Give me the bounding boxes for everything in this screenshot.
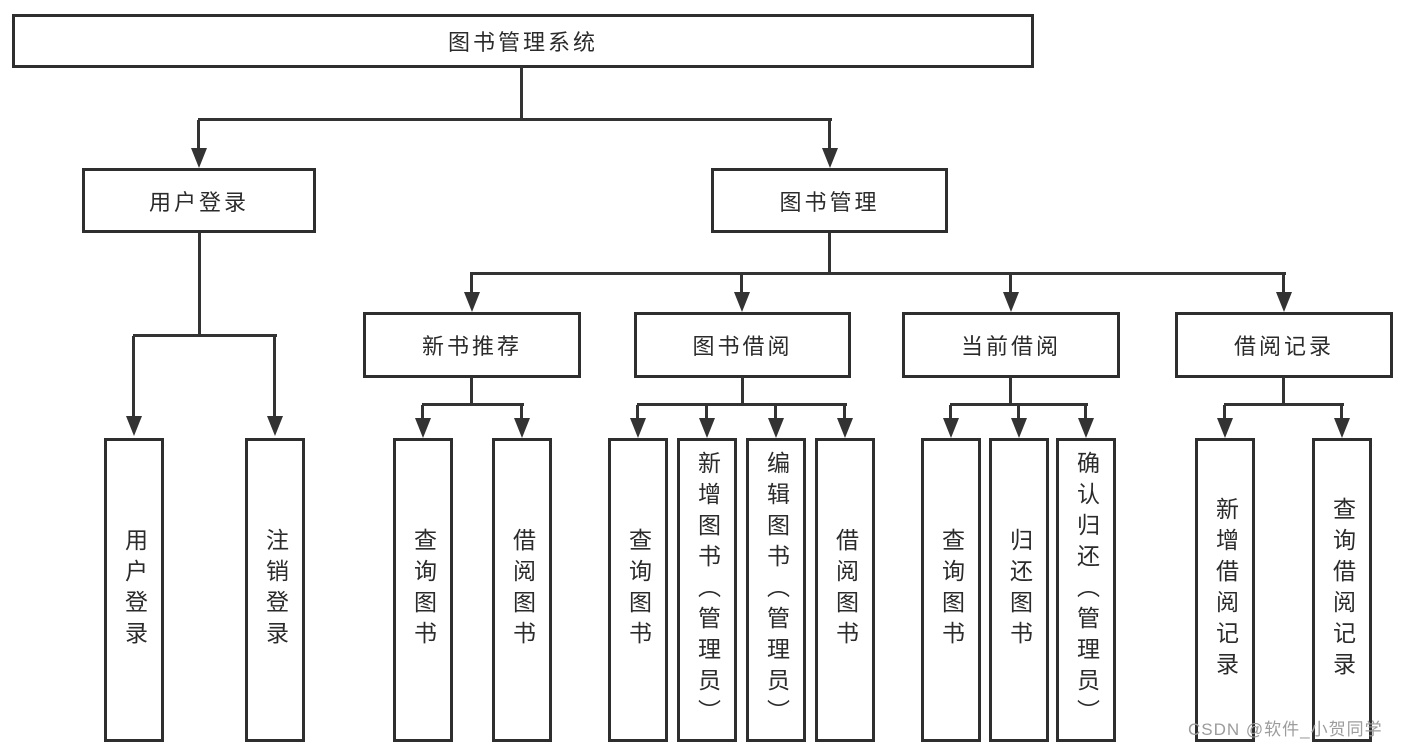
arrow-shaft (1282, 274, 1285, 294)
arrow-down-icon (822, 148, 838, 168)
connector-book-management-trunk (828, 233, 831, 274)
arrow-down-icon (191, 148, 207, 168)
connector-book-borrow-hline (637, 403, 847, 406)
arrow-down-icon (943, 418, 959, 438)
node-user-login: 用户登录 (82, 168, 316, 233)
arrow-to-leaf-return-book (1011, 405, 1027, 438)
node-new-book-recommend: 新书推荐 (363, 312, 581, 378)
arrow-down-icon (1011, 418, 1027, 438)
leaf-borrow-book-1: 借阅图书 (492, 438, 552, 742)
arrow-to-user-login (191, 120, 207, 168)
arrow-shaft (843, 405, 846, 420)
node-book-management: 图书管理 (711, 168, 948, 233)
arrow-shaft (1223, 405, 1226, 420)
leaf-query-borrow-record: 查询借阅记录 (1312, 438, 1372, 742)
arrow-down-icon (1334, 418, 1350, 438)
arrow-shaft (1084, 405, 1087, 420)
arrow-to-leaf-edit-book (768, 405, 784, 438)
arrow-to-new-book-recommend (464, 274, 480, 312)
arrow-to-current-borrow (1003, 274, 1019, 312)
arrow-shaft (774, 405, 777, 420)
node-borrow-records: 借阅记录 (1175, 312, 1393, 378)
arrow-down-icon (837, 418, 853, 438)
arrow-down-icon (126, 416, 142, 436)
connector-borrow-records-hline (1224, 403, 1344, 406)
arrow-down-icon (734, 292, 750, 312)
arrow-down-icon (415, 418, 431, 438)
arrow-to-leaf-confirm-return (1078, 405, 1094, 438)
connector-new-book-hline (422, 403, 524, 406)
leaf-edit-book-admin: 编辑图书（管理员） (746, 438, 806, 742)
leaf-logout: 注销登录 (245, 438, 305, 742)
arrow-to-leaf-query-book-1 (415, 405, 431, 438)
arrow-down-icon (267, 416, 283, 436)
arrow-to-leaf-borrow-book-2 (837, 405, 853, 438)
arrow-to-book-borrow (734, 274, 750, 312)
arrow-to-leaf-query-book-2 (630, 405, 646, 438)
arrow-to-leaf-add-book (699, 405, 715, 438)
arrow-shaft (1009, 274, 1012, 294)
arrow-shaft (636, 405, 639, 420)
node-current-borrow: 当前借阅 (902, 312, 1120, 378)
arrow-down-icon (1276, 292, 1292, 312)
node-book-borrow: 图书借阅 (634, 312, 851, 378)
leaf-add-borrow-record: 新增借阅记录 (1195, 438, 1255, 742)
arrow-down-icon (514, 418, 530, 438)
connector-root-hline (198, 118, 832, 121)
arrow-to-book-management (822, 120, 838, 168)
connector-user-login-hline (133, 334, 277, 337)
leaf-query-book-2: 查询图书 (608, 438, 668, 742)
leaf-return-book: 归还图书 (989, 438, 1049, 742)
arrow-down-icon (768, 418, 784, 438)
arrow-shaft (949, 405, 952, 420)
arrow-shaft (1340, 405, 1343, 420)
arrow-shaft (520, 405, 523, 420)
arrow-down-icon (1217, 418, 1233, 438)
arrow-down-icon (464, 292, 480, 312)
connector-book-management-hline (470, 272, 1286, 275)
arrow-down-icon (699, 418, 715, 438)
arrow-shaft (470, 274, 473, 294)
arrow-to-leaf-logout (267, 336, 283, 436)
connector-new-book-trunk (470, 377, 473, 406)
arrow-down-icon (1003, 292, 1019, 312)
arrow-shaft (132, 336, 135, 418)
leaf-confirm-return-admin: 确认归还（管理员） (1056, 438, 1116, 742)
leaf-user-login: 用户登录 (104, 438, 164, 742)
leaf-add-book-admin: 新增图书（管理员） (677, 438, 737, 742)
connector-book-borrow-trunk (741, 377, 744, 406)
connector-borrow-records-trunk (1282, 377, 1285, 406)
leaf-query-book-3: 查询图书 (921, 438, 981, 742)
csdn-watermark: CSDN @软件_小贺同学 (1188, 720, 1383, 739)
arrow-shaft (828, 120, 831, 150)
arrow-shaft (1017, 405, 1020, 420)
leaf-query-book-1: 查询图书 (393, 438, 453, 742)
connector-user-login-trunk (198, 233, 201, 336)
arrow-to-borrow-records (1276, 274, 1292, 312)
connector-current-borrow-trunk (1009, 377, 1012, 406)
leaf-borrow-book-2: 借阅图书 (815, 438, 875, 742)
arrow-to-leaf-borrow-book-1 (514, 405, 530, 438)
arrow-shaft (705, 405, 708, 420)
connector-current-borrow-hline (950, 403, 1088, 406)
node-library-management-system: 图书管理系统 (12, 14, 1034, 68)
arrow-shaft (421, 405, 424, 420)
arrow-down-icon (630, 418, 646, 438)
arrow-to-leaf-query-book-3 (943, 405, 959, 438)
arrow-shaft (197, 120, 200, 150)
arrow-to-leaf-user-login (126, 336, 142, 436)
arrow-shaft (740, 274, 743, 294)
arrow-shaft (273, 336, 276, 418)
arrow-to-leaf-query-record (1334, 405, 1350, 438)
arrow-to-leaf-add-record (1217, 405, 1233, 438)
arrow-down-icon (1078, 418, 1094, 438)
connector-root-trunk (520, 66, 523, 119)
